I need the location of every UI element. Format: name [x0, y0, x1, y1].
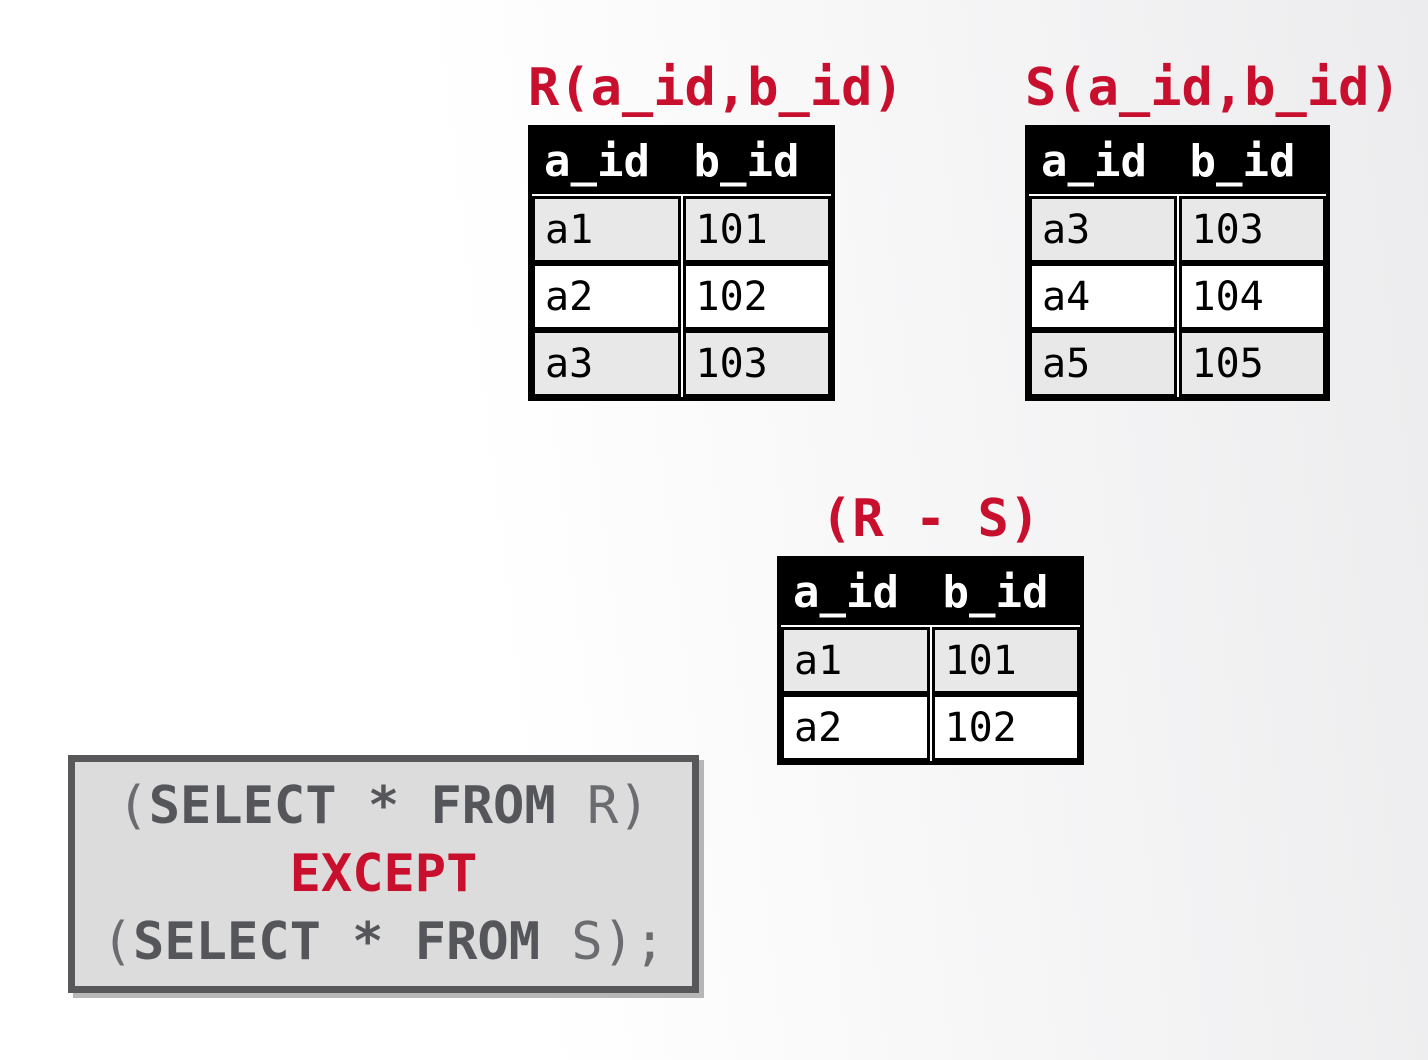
relation-S-table: a_id b_id a3 103 a4 104 a5 105 [1025, 125, 1330, 401]
table-row: a3 103 [1029, 196, 1326, 263]
cell-a-id: a2 [532, 263, 681, 330]
header-cell-b-id: b_id [942, 567, 1049, 618]
header-cell-b-id: b_id [693, 136, 800, 187]
cell-b-id: 101 [682, 196, 831, 263]
header-cell-a-id: a_id [793, 567, 899, 618]
sql-keyword-except: EXCEPT [289, 844, 478, 904]
cell-b-id: 105 [1178, 330, 1326, 397]
table-body: a1 101 a2 102 a3 103 [532, 194, 831, 397]
table-header-row: a_id b_id [781, 560, 1080, 625]
sql-line-2: EXCEPT [75, 840, 692, 908]
relation-result: (R - S) a_id b_id a1 101 a2 102 [777, 487, 1084, 765]
sql-identifier-R: R) [555, 776, 650, 836]
cell-b-id: 103 [1178, 196, 1326, 263]
table-body: a1 101 a2 102 [781, 625, 1080, 761]
header-cell-a-id: a_id [1041, 136, 1147, 187]
paren-open: ( [101, 912, 134, 972]
cell-b-id: 102 [931, 694, 1080, 761]
table-header-row: a_id b_id [1029, 129, 1326, 194]
table-row: a2 102 [532, 263, 831, 330]
table-row: a4 104 [1029, 263, 1326, 330]
relation-S: S(a_id,b_id) a_id b_id a3 103 a4 104 a5 … [1025, 56, 1401, 401]
table-body: a3 103 a4 104 a5 105 [1029, 194, 1326, 397]
relation-R-title: R(a_id,b_id) [528, 58, 904, 118]
table-row: a5 105 [1029, 330, 1326, 397]
cell-b-id: 104 [1178, 263, 1326, 330]
sql-keywords-select-from: SELECT * FROM [133, 912, 541, 972]
paren-open: ( [117, 776, 149, 836]
sql-line-3: (SELECT * FROM S); [75, 908, 692, 976]
cell-b-id: 101 [931, 627, 1080, 694]
relation-S-title: S(a_id,b_id) [1025, 58, 1401, 118]
header-cell-b-id: b_id [1189, 136, 1296, 187]
cell-a-id: a2 [781, 694, 930, 761]
table-row: a1 101 [532, 196, 831, 263]
cell-a-id: a3 [532, 330, 681, 397]
sql-keywords-select-from: SELECT * FROM [148, 776, 556, 836]
cell-a-id: a1 [532, 196, 681, 263]
relation-R: R(a_id,b_id) a_id b_id a1 101 a2 102 a3 … [528, 56, 904, 401]
relation-result-title: (R - S) [820, 489, 1041, 549]
table-row: a3 103 [532, 330, 831, 397]
cell-b-id: 103 [682, 330, 831, 397]
table-row: a1 101 [781, 627, 1080, 694]
cell-a-id: a3 [1029, 196, 1177, 263]
cell-a-id: a4 [1029, 263, 1177, 330]
relation-result-table: a_id b_id a1 101 a2 102 [777, 556, 1084, 765]
cell-a-id: a5 [1029, 330, 1177, 397]
sql-identifier-S: S); [540, 912, 666, 972]
relation-R-table: a_id b_id a1 101 a2 102 a3 103 [528, 125, 835, 401]
sql-query-box: (SELECT * FROM R) EXCEPT (SELECT * FROM … [68, 755, 699, 993]
cell-a-id: a1 [781, 627, 930, 694]
cell-b-id: 102 [682, 263, 831, 330]
table-row: a2 102 [781, 694, 1080, 761]
table-header-row: a_id b_id [532, 129, 831, 194]
header-cell-a-id: a_id [544, 136, 650, 187]
sql-line-1: (SELECT * FROM R) [75, 772, 692, 840]
